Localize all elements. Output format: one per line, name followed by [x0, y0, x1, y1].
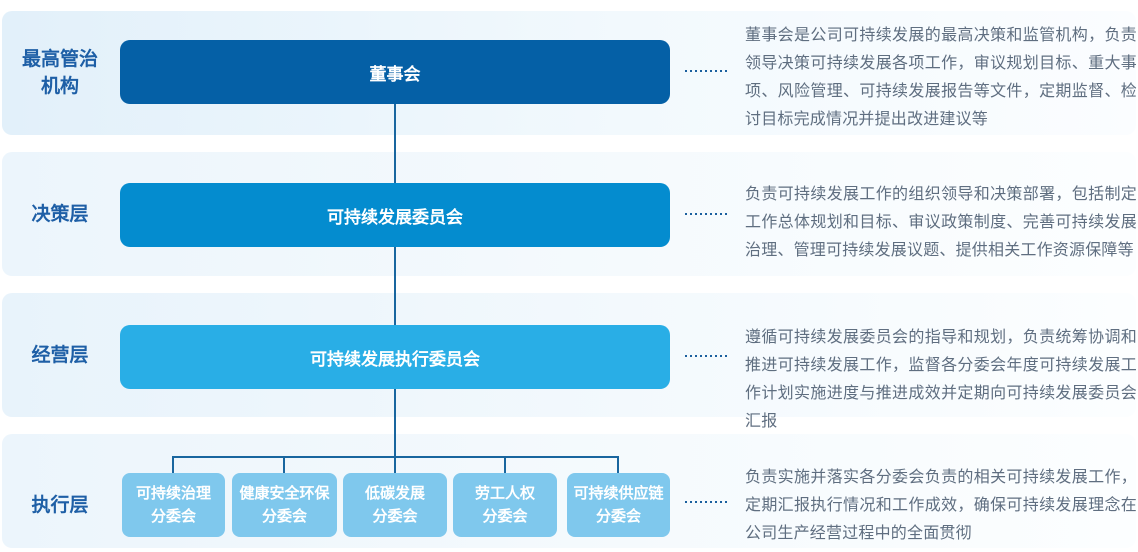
description-committee: 负责可持续发展工作的组织领导和决策部署，包括制定工作总体规划和目标、审议政策制度… [745, 186, 1137, 259]
layer-label-governance: 最高管治 机构 [21, 49, 98, 97]
layer-label-decision: 决策层 [31, 203, 89, 225]
description-subcommittees: 负责实施并落实各分委会负责的相关可持续发展工作，定期汇报执行情况和工作成效，确保… [745, 469, 1137, 542]
connector-branch-stub [172, 456, 174, 473]
connector-board-to-committee [394, 104, 396, 183]
layer-label-execution: 执行层 [31, 494, 89, 516]
connector-branch-stub [394, 456, 396, 473]
org-box-sustainability-committee: 可持续发展委员会 [120, 183, 670, 247]
org-box-board: 董事会 [120, 40, 670, 104]
layer-label-operation: 经营层 [31, 344, 89, 366]
sub-box-health-safety-environment: 健康安全环保 分委会 [232, 473, 337, 537]
connector-branch-stub [617, 456, 619, 473]
dotted-leader [685, 213, 729, 215]
connector-committee-to-exec [394, 247, 396, 325]
sub-box-sustainable-governance: 可持续治理 分委会 [122, 473, 225, 537]
description-board: 董事会是公司可持续发展的最高决策和监管机构，负责领导决策可持续发展各项工作，审议… [745, 27, 1137, 128]
dotted-leader [685, 355, 729, 357]
dotted-leader [685, 501, 729, 503]
connector-branch-stub [283, 456, 285, 473]
sub-box-low-carbon: 低碳发展 分委会 [343, 473, 447, 537]
description-exec-committee: 遵循可持续发展委员会的指导和规划，负责统筹协调和推进可持续发展工作，监督各分委会… [745, 329, 1137, 430]
sub-box-labor-rights: 劳工人权 分委会 [453, 473, 557, 537]
sub-box-sustainable-supply-chain: 可持续供应链 分委会 [567, 473, 670, 537]
org-box-executive-committee: 可持续发展执行委员会 [120, 325, 670, 389]
connector-exec-to-subcommittees [394, 389, 396, 457]
dotted-leader [685, 70, 729, 72]
connector-branch-stub [504, 456, 506, 473]
